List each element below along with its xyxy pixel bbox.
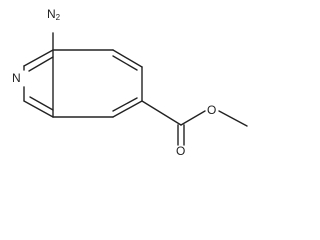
bond-c5-c6 — [112, 49, 143, 68]
molecule-structure: N2 N O O — [12, 7, 248, 158]
ester-oxygen-label: O — [207, 103, 216, 117]
amine-hydrogen-count: 2 — [56, 13, 61, 22]
amine-label: N2 — [47, 7, 61, 22]
bond-carbonyl-ester-o — [180, 110, 206, 126]
bond-c7-c8 — [112, 100, 143, 118]
bond-c1-c8a-inner — [29, 96, 54, 111]
bond-c3-c4-inner — [28, 56, 54, 72]
amine-element: N — [47, 7, 56, 21]
bond-c7-c8-inner — [112, 97, 138, 112]
ring-nitrogen-label: N — [12, 71, 21, 85]
bond-c4-c3 — [23, 49, 54, 67]
bond-ester-o-methyl — [218, 110, 248, 127]
bond-c7-carbonyl — [141, 100, 182, 126]
bond-c1-c8a — [23, 100, 54, 118]
bond-set — [23, 32, 248, 146]
bond-c5-c6-inner — [112, 55, 138, 71]
carbonyl-oxygen-label: O — [176, 144, 185, 158]
